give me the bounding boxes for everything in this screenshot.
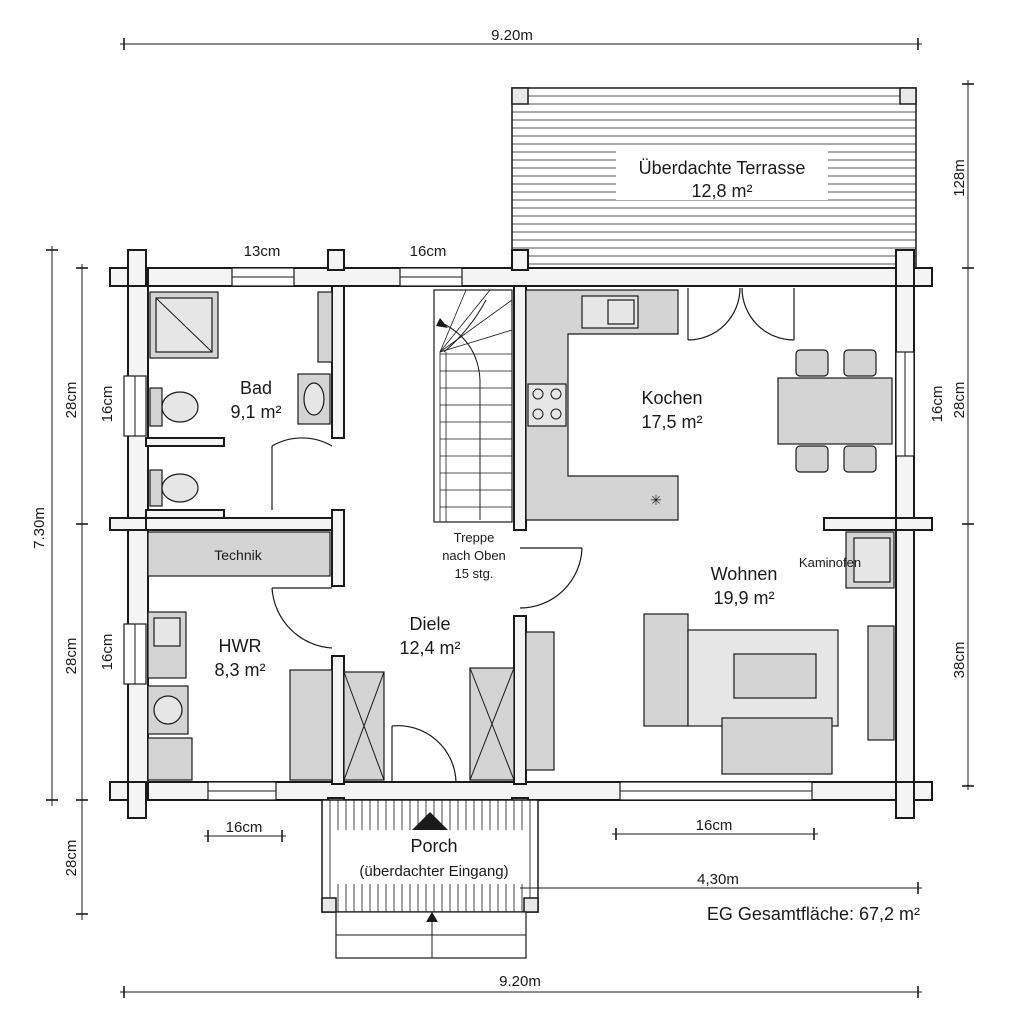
technik-unit xyxy=(147,531,331,577)
hall-area: 12,4 m² xyxy=(399,638,460,658)
dim-right-upper: 28cm xyxy=(951,382,968,419)
living-cabinet xyxy=(525,631,555,771)
terrace-post-right xyxy=(899,87,917,105)
dim-bottom-width: 9.20m xyxy=(499,973,541,990)
dimensions: 9.20m 9.20m 7.30m 28cm 28cm 28cm 16cm 16… xyxy=(31,27,974,998)
living-name: Wohnen xyxy=(711,564,778,584)
total-area: EG Gesamtfläche: 67,2 m² xyxy=(707,904,920,924)
bath-door xyxy=(271,437,333,447)
stairs-line-3: 15 stg. xyxy=(454,566,493,581)
dryer xyxy=(147,737,193,781)
hwr-area: 8,3 m² xyxy=(214,660,265,680)
sofa-bottom xyxy=(721,717,833,775)
hall-name: Diele xyxy=(409,614,450,634)
dim-right-lower: 38cm xyxy=(951,642,968,679)
hwr-door xyxy=(271,587,333,649)
sofa-left xyxy=(643,613,689,727)
staircase: Treppe nach Oben 15 stg. xyxy=(433,289,513,581)
tv-unit xyxy=(867,625,895,741)
porch-name: Porch xyxy=(410,836,457,856)
porch-sub: (überdachter Eingang) xyxy=(359,863,508,880)
entrance-arrow-icon xyxy=(412,812,448,830)
dim-top-win-mid: 16cm xyxy=(410,243,447,260)
covered-terrace: Überdachte Terrasse 12,8 m² xyxy=(511,87,917,269)
dim-right-terrace: 128m xyxy=(951,159,968,197)
chair-1 xyxy=(795,349,829,377)
technik-label: Technik xyxy=(214,547,262,563)
porch: Porch (überdachter Eingang) xyxy=(321,799,539,959)
living-area: 19,9 m² xyxy=(713,588,774,608)
terrace-boards xyxy=(512,95,916,265)
dim-bottom-win-right: 16cm xyxy=(696,817,733,834)
kitchen-name: Kochen xyxy=(641,388,702,408)
dim-left-upper: 28cm xyxy=(63,382,80,419)
hall: Diele 12,4 m² xyxy=(343,547,583,783)
bath-area: 9,1 m² xyxy=(230,402,281,422)
kitchen-counter xyxy=(525,289,679,521)
stairs-line-2: nach Oben xyxy=(442,548,506,563)
toilet-tank-2 xyxy=(149,469,163,507)
porch-post-right xyxy=(523,897,539,913)
dining-table xyxy=(777,377,893,445)
bath-name: Bad xyxy=(240,378,272,398)
hatch-line xyxy=(439,289,491,353)
hwr-cabinet xyxy=(289,669,333,781)
hatch-line xyxy=(439,299,513,353)
dim-bottom-win-left: 16cm xyxy=(226,819,263,836)
chair-3 xyxy=(795,445,829,473)
terrace-post-left xyxy=(511,87,529,105)
chair-4 xyxy=(843,445,877,473)
dim-top-win-left: 13cm xyxy=(244,243,281,260)
bath-cabinet xyxy=(317,291,333,363)
toilet-1 xyxy=(161,391,199,423)
bathroom: Bad 9,1 m² xyxy=(149,291,333,510)
hall-door xyxy=(519,547,583,609)
stairs-line-1: Treppe xyxy=(454,530,495,545)
kitchen: ✳ Kochen 17,5 m² xyxy=(525,287,893,521)
windows xyxy=(123,267,915,801)
porch-post-left xyxy=(321,897,337,913)
coffee-table xyxy=(733,653,817,699)
dim-left-win-lower: 16cm xyxy=(99,634,116,671)
dim-right-partial: 4,30m xyxy=(697,871,739,888)
terrace-area: 12,8 m² xyxy=(691,181,752,201)
dim-left-porch: 28cm xyxy=(63,840,80,877)
hatch-line xyxy=(439,289,467,353)
svg-text:✳: ✳ xyxy=(650,492,662,508)
stove-label: Kaminofen xyxy=(799,555,861,570)
living-room: Kaminofen Wohnen 19,9 m² xyxy=(525,517,897,775)
terrace-door xyxy=(687,287,795,341)
dim-right-win: 16cm xyxy=(929,386,946,423)
entrance-door xyxy=(391,725,457,783)
cooktop xyxy=(527,383,567,427)
hwr-name: HWR xyxy=(219,636,262,656)
toilet-2 xyxy=(161,473,199,503)
step-arrow-icon xyxy=(426,912,438,922)
utility-room: Technik HWR 8,3 m² xyxy=(147,531,333,781)
dim-top-width: 9.20m xyxy=(491,27,533,44)
dim-left-win-upper: 16cm xyxy=(99,386,116,423)
toilet-tank-1 xyxy=(149,387,163,427)
dim-left-height: 7.30m xyxy=(31,507,48,549)
chair-2 xyxy=(843,349,877,377)
stair-steps xyxy=(439,289,513,522)
kitchen-area: 17,5 m² xyxy=(641,412,702,432)
hatch-line xyxy=(439,329,513,353)
terrace-name: Überdachte Terrasse xyxy=(639,158,806,178)
dim-left-lower: 28cm xyxy=(63,638,80,675)
